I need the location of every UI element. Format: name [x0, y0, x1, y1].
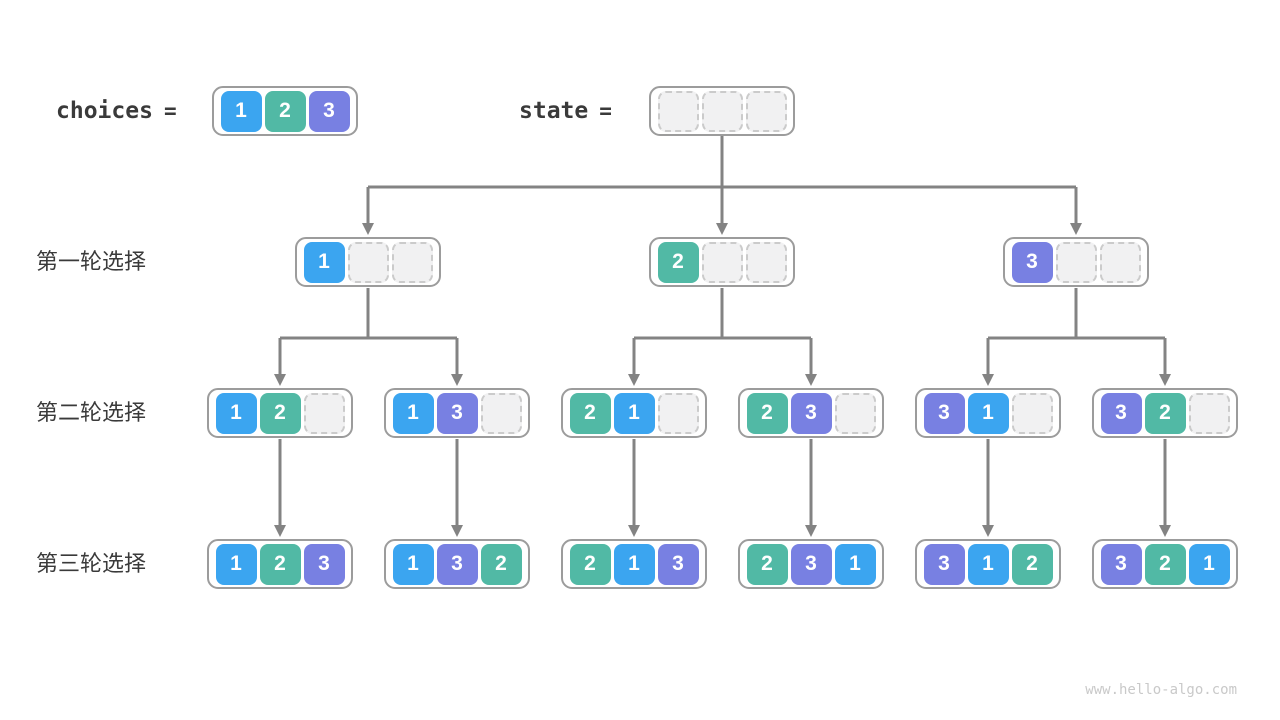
value-cell-3: 3	[436, 543, 478, 585]
empty-slot	[347, 241, 389, 283]
empty-slot	[1055, 241, 1097, 283]
round-1-label: 第一轮选择	[36, 249, 147, 274]
value-cell-1: 1	[967, 543, 1009, 585]
tree-node-3: 3	[1003, 237, 1149, 287]
choices-label-text: choices	[56, 98, 153, 124]
empty-slot	[657, 90, 699, 132]
tree-node-1: 1	[295, 237, 441, 287]
value-cell-2: 2	[569, 543, 611, 585]
value-cell-2: 2	[746, 543, 788, 585]
choices-equals-sign: =	[163, 99, 177, 123]
value-cell-3: 3	[1011, 241, 1053, 283]
value-cell-1: 1	[392, 543, 434, 585]
value-cell-3: 3	[436, 392, 478, 434]
empty-slot	[745, 241, 787, 283]
state-array	[649, 86, 795, 136]
empty-slot	[1011, 392, 1053, 434]
empty-slot	[1188, 392, 1230, 434]
value-cell-3: 3	[923, 392, 965, 434]
value-cell-3: 3	[790, 392, 832, 434]
empty-slot	[480, 392, 522, 434]
value-cell-1: 1	[392, 392, 434, 434]
empty-slot	[834, 392, 876, 434]
value-cell-2: 2	[264, 90, 306, 132]
site-watermark: www.hello-algo.com	[1085, 682, 1237, 698]
value-cell-2: 2	[480, 543, 522, 585]
choices-label: choices =	[56, 86, 177, 136]
value-cell-3: 3	[923, 543, 965, 585]
value-cell-1: 1	[303, 241, 345, 283]
value-cell-3: 3	[1100, 543, 1142, 585]
value-cell-2: 2	[1144, 392, 1186, 434]
empty-slot	[391, 241, 433, 283]
value-cell-1: 1	[967, 392, 1009, 434]
value-cell-2: 2	[657, 241, 699, 283]
value-cell-1: 1	[220, 90, 262, 132]
state-label: state =	[519, 86, 612, 136]
value-cell-2: 2	[1011, 543, 1053, 585]
round-2-label: 第二轮选择	[36, 400, 147, 425]
value-cell-3: 3	[790, 543, 832, 585]
empty-slot	[303, 392, 345, 434]
empty-slot	[1099, 241, 1141, 283]
value-cell-2: 2	[259, 392, 301, 434]
empty-slot	[701, 241, 743, 283]
value-cell-1: 1	[613, 392, 655, 434]
empty-slot	[701, 90, 743, 132]
value-cell-3: 3	[303, 543, 345, 585]
value-cell-1: 1	[215, 392, 257, 434]
value-cell-2: 2	[259, 543, 301, 585]
value-cell-3: 3	[308, 90, 350, 132]
value-cell-1: 1	[215, 543, 257, 585]
value-cell-3: 3	[1100, 392, 1142, 434]
round-3-label: 第三轮选择	[36, 551, 147, 576]
value-cell-2: 2	[746, 392, 788, 434]
value-cell-2: 2	[1144, 543, 1186, 585]
empty-slot	[657, 392, 699, 434]
value-cell-1: 1	[834, 543, 876, 585]
value-cell-2: 2	[569, 392, 611, 434]
state-label-text: state	[519, 98, 589, 124]
value-cell-1: 1	[613, 543, 655, 585]
value-cell-3: 3	[657, 543, 699, 585]
state-equals-sign: =	[599, 99, 612, 123]
value-cell-1: 1	[1188, 543, 1230, 585]
empty-slot	[745, 90, 787, 132]
tree-node-2: 2	[649, 237, 795, 287]
